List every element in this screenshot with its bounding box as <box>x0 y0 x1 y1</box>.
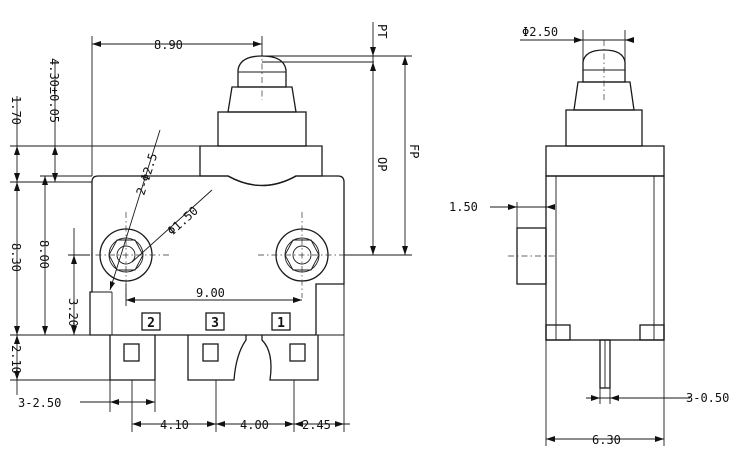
front-cover-top <box>199 145 323 187</box>
dim-dia-1-50: Φ1.50 <box>165 204 201 239</box>
dim-dia-2-50: Φ2.50 <box>522 25 558 39</box>
dim-8-90: 8.90 <box>154 38 183 52</box>
dim-fp: FP <box>407 144 421 158</box>
dim-8-00: 8.00 <box>37 240 51 269</box>
dim-1-70: 1.70 <box>9 96 23 125</box>
terminal-right <box>261 335 319 381</box>
front-body <box>89 175 345 336</box>
dim-3-20: 3.20 <box>66 298 80 327</box>
dim-3-2-50: 3-2.50 <box>18 396 61 410</box>
dim-8-30: 8.30 <box>9 243 23 272</box>
svg-text:1: 1 <box>277 316 285 331</box>
pin-label-3: 3 <box>205 312 225 331</box>
front-plunger-guide <box>217 111 307 147</box>
pin-label-1: 1 <box>271 312 291 331</box>
dim-4-30: 4.30±0.05 <box>47 58 61 123</box>
pin-label-2: 2 <box>141 312 161 331</box>
dim-2-10: 2.10 <box>9 345 23 374</box>
dim-4-10: 4.10 <box>160 418 189 432</box>
dim-3-0-50: 3-0.50 <box>686 391 729 405</box>
side-view <box>508 40 665 389</box>
dim-2-r2-5: 2-Φ2.5 <box>134 151 161 197</box>
dim-2-45: 2.45 <box>302 418 331 432</box>
dim-op: OP <box>375 157 389 171</box>
front-view: 2 3 1 <box>82 50 346 381</box>
terminal-middle <box>187 335 247 381</box>
dimension-lines: 8.90 PT OP FP 1.70 8.30 2.10 4.30±0.05 8… <box>9 22 729 447</box>
dim-pt: PT <box>375 24 389 38</box>
side-body <box>545 175 665 341</box>
dim-6-30: 6.30 <box>592 433 621 447</box>
dim-1-50: 1.50 <box>449 200 478 214</box>
dim-4-00: 4.00 <box>240 418 269 432</box>
dim-9-00: 9.00 <box>196 286 225 300</box>
svg-text:2: 2 <box>147 316 155 331</box>
svg-text:3: 3 <box>211 316 219 331</box>
terminal-left <box>109 335 156 381</box>
